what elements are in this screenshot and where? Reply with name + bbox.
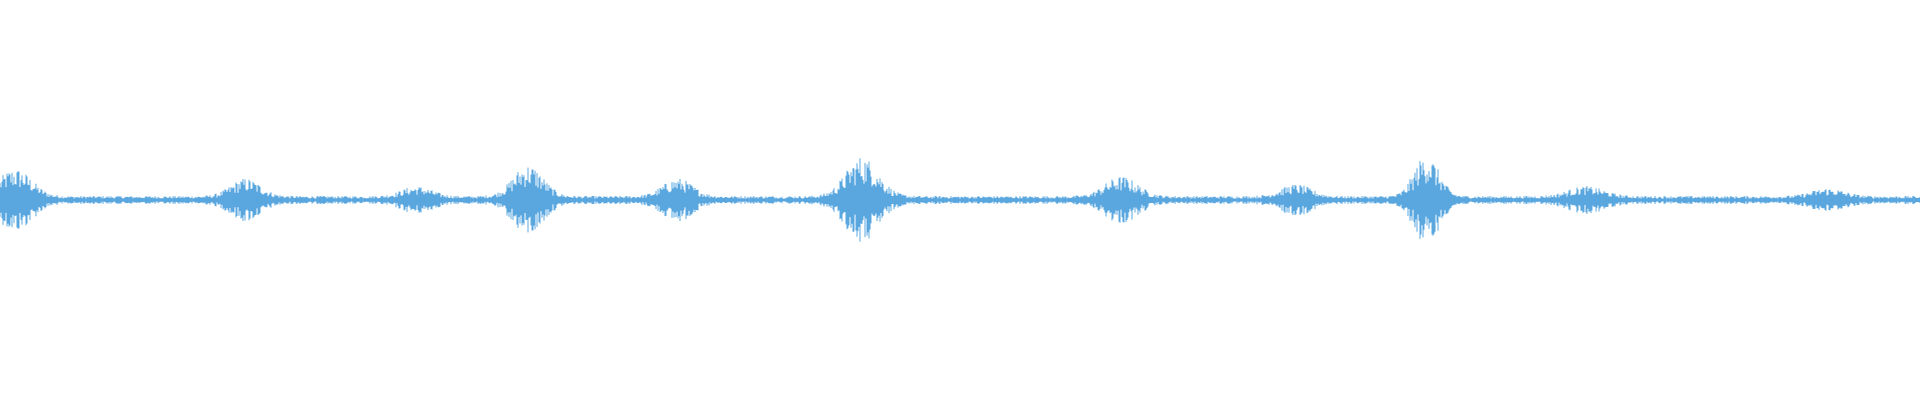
waveform-bars: [0, 158, 1920, 242]
